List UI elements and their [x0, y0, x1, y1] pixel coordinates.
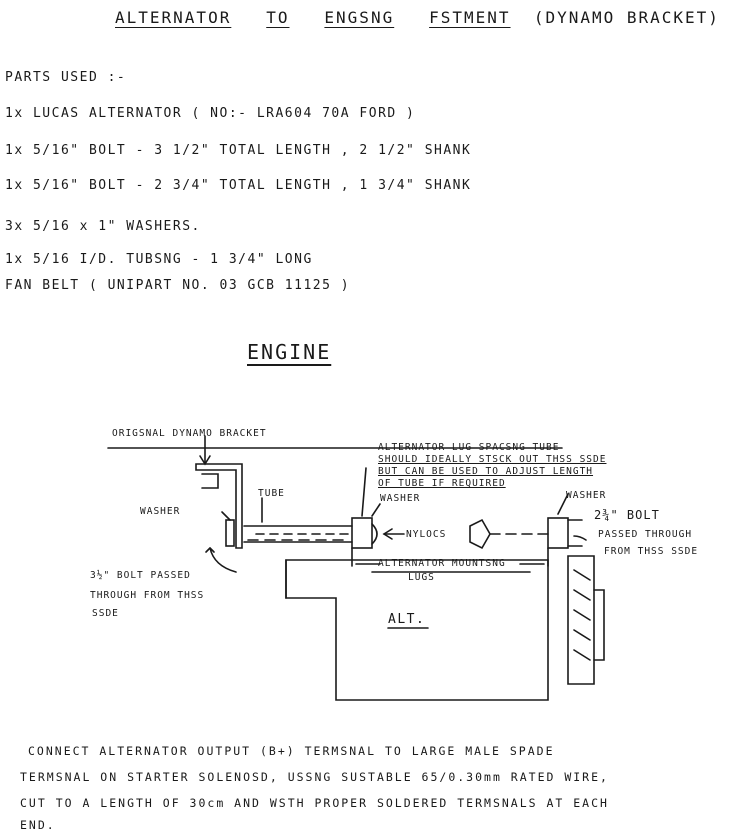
label-washer-left: WASHER	[140, 506, 181, 517]
title-part: FSTMENT	[429, 8, 511, 27]
parts-list-item: 1x 5/16 I/D. TUBSNG - 1 3/4" LONG	[5, 252, 313, 267]
label-alternator: ALT.	[388, 612, 426, 627]
bolt-right-leader	[573, 535, 587, 541]
parts-list-item: 1x 5/16" BOLT - 2 3/4" TOTAL LENGTH , 1 …	[5, 178, 472, 193]
title-part: ENGSNG	[324, 8, 395, 27]
label-bolt-right-2: PASSED THROUGH	[598, 529, 693, 540]
lug-tube-leader	[361, 467, 367, 517]
washer-right-leader	[557, 493, 569, 515]
bracket-arrowhead	[199, 455, 211, 466]
label-lug-tube-2: SHOULD IDEALLY STSCK OUT THSS SSDE	[378, 454, 607, 465]
alternator-pulley	[567, 555, 595, 685]
dynamo-bracket-lip	[201, 473, 219, 489]
title-part: TO	[266, 8, 290, 27]
nylocs-arrowhead	[382, 528, 393, 540]
label-washer-right: WASHER	[566, 490, 607, 501]
pulley-hub	[593, 589, 605, 661]
label-original-bracket: ORIGSNAL DYNAMO BRACKET	[112, 428, 267, 439]
label-lug-tube-4: OF TUBE IF REQUIRED	[378, 478, 506, 489]
label-lug-tube-3: BUT CAN BE USED TO ADJUST LENGTH	[378, 466, 594, 477]
nyloc-nut	[371, 523, 378, 545]
title-part: (DYNAMO BRACKET)	[533, 8, 720, 27]
label-bolt-right-3: FROM THSS SSDE	[604, 546, 699, 557]
washer-mid-leader	[371, 503, 381, 517]
note-line: CONNECT ALTERNATOR OUTPUT (B+) TERMSNAL …	[28, 744, 555, 758]
parts-label: PARTS USED :-	[5, 70, 127, 85]
bolt-left-arrowhead	[205, 547, 215, 553]
parts-list-item: 1x LUCAS ALTERNATOR ( NO:- LRA604 70A FO…	[5, 106, 416, 121]
label-nylocs: NYLOCS	[406, 529, 447, 540]
parts-list-item: FAN BELT ( UNIPART NO. 03 GCB 11125 )	[5, 278, 351, 293]
label-bolt-left-3: SSDE	[92, 608, 119, 619]
washer-left-leader	[221, 511, 231, 521]
right-nyloc	[469, 518, 491, 550]
note-line: CUT TO A LENGTH OF 30cm AND WSTH PROPER …	[20, 796, 609, 810]
label-mounting-2: LUGS	[408, 572, 435, 583]
label-bolt-left-1: 3½" BOLT PASSED	[90, 570, 191, 581]
label-lug-tube-1: ALTERNATOR LUG SPACSNG TUBE	[378, 442, 560, 453]
parts-list-item: 3x 5/16 x 1" WASHERS.	[5, 219, 201, 234]
engine-heading: ENGINE	[247, 340, 332, 364]
page-title: ALTERNATOR TO ENGSNG FSTMENT (DYNAMO BRA…	[115, 8, 720, 27]
label-bolt-left-2: THROUGH FROM THSS	[90, 590, 205, 601]
label-mounting-1: ALTERNATOR MOUNTSNG	[378, 558, 506, 569]
label-washer-mid: WASHER	[380, 493, 421, 504]
dynamo-bracket-shape	[195, 463, 243, 549]
left-washer	[225, 519, 235, 547]
lug-spacing-tube	[351, 517, 373, 549]
bolt-left-leader	[209, 547, 237, 573]
pulley-grooves	[573, 569, 591, 661]
note-line: END.	[20, 818, 56, 832]
label-bolt-right-1: 2¾" BOLT	[594, 508, 660, 522]
note-line: TERMSNAL ON STARTER SOLENOSD, USSNG SUST…	[20, 770, 609, 784]
right-washer	[547, 517, 569, 549]
parts-list-item: 1x 5/16" BOLT - 3 1/2" TOTAL LENGTH , 2 …	[5, 143, 472, 158]
label-tube: TUBE	[258, 488, 285, 499]
title-part: ALTERNATOR	[115, 8, 232, 27]
